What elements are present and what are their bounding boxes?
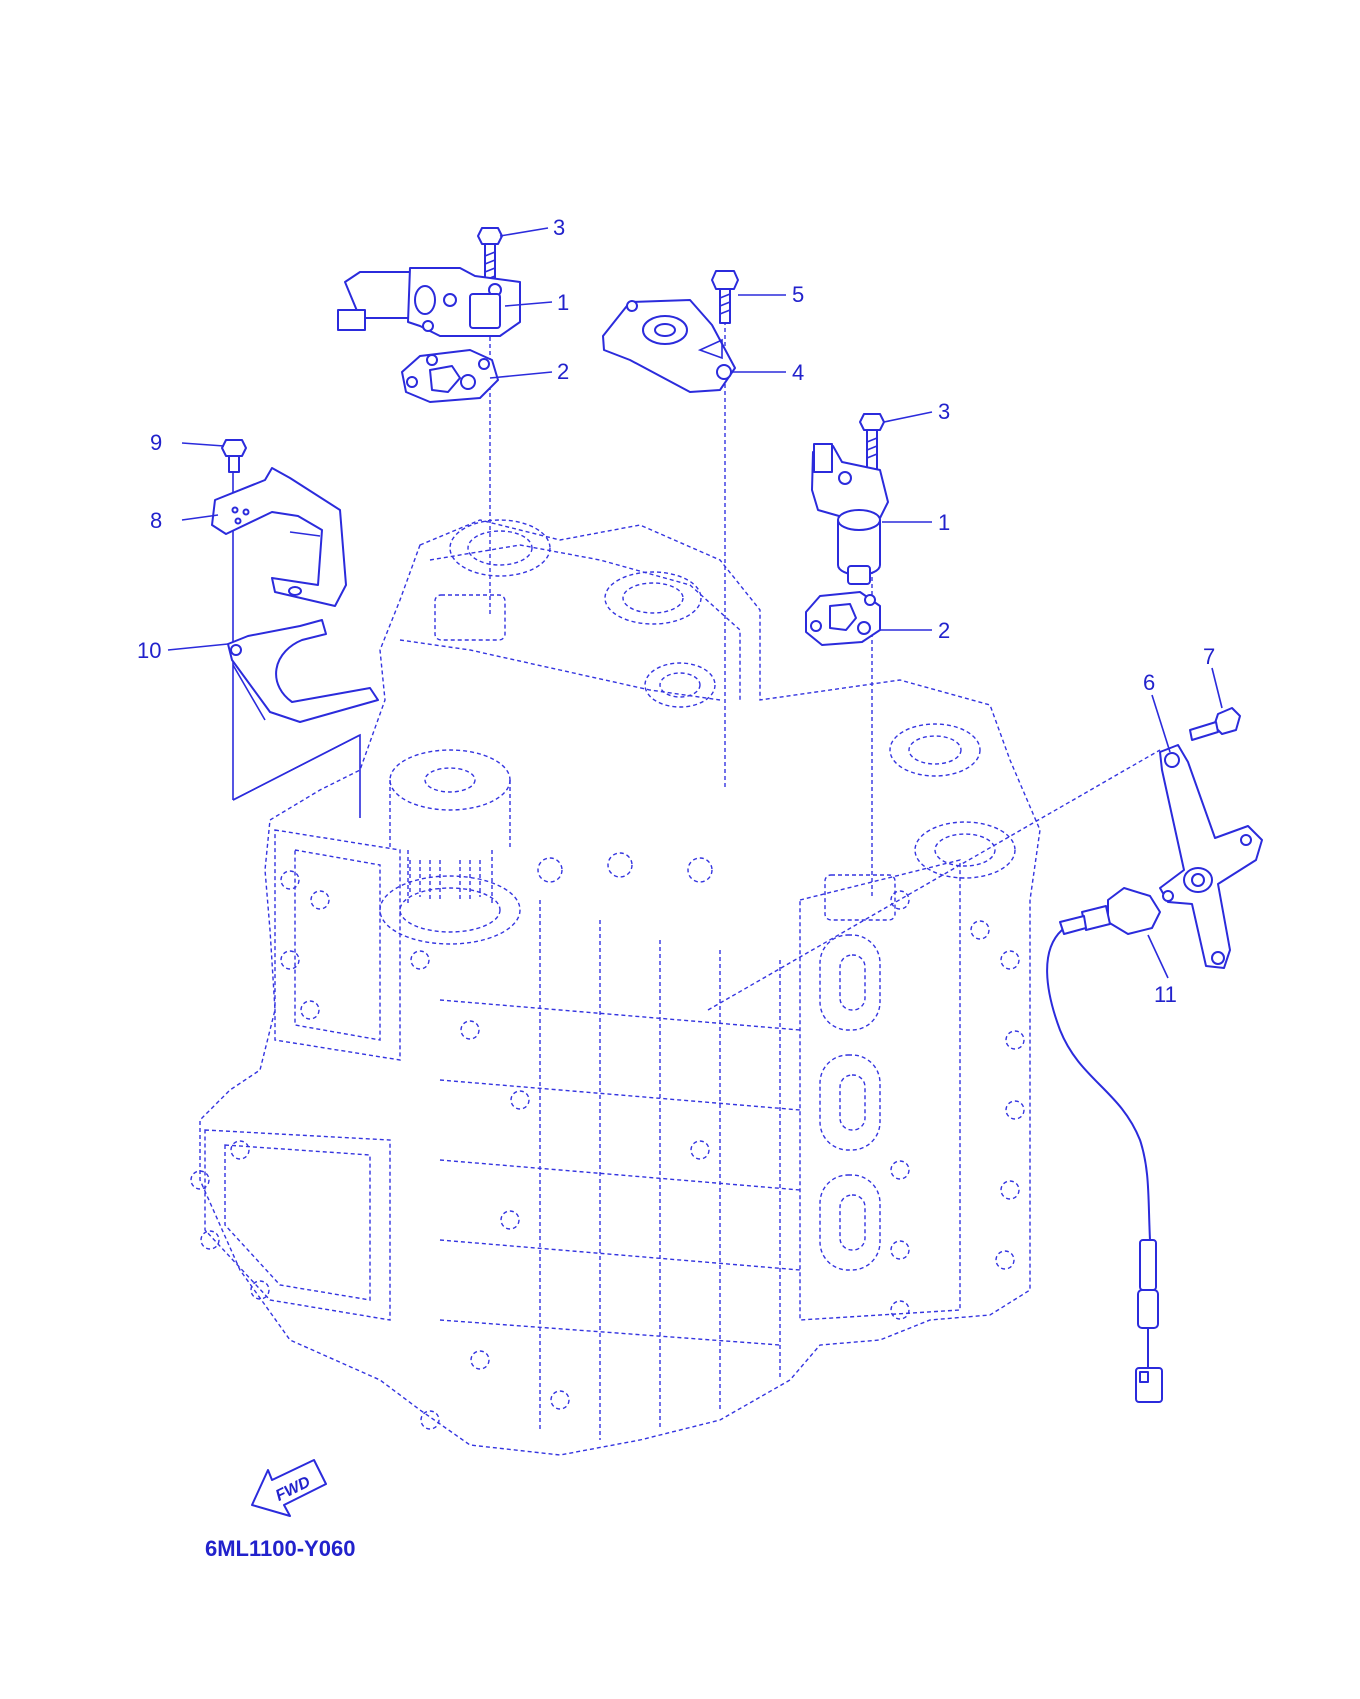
callout-10: 10 bbox=[137, 638, 161, 663]
block-bosses bbox=[190, 852, 1025, 1430]
callout-2-lower: 2 bbox=[938, 618, 950, 643]
callout-leaders bbox=[167, 227, 1223, 979]
part-6-sensor-bracket[interactable] bbox=[1159, 744, 1263, 969]
part-7-bolt[interactable] bbox=[1189, 707, 1241, 741]
callout-9: 9 bbox=[150, 430, 162, 455]
part-8-bracket[interactable] bbox=[211, 467, 347, 607]
callout-1-lower: 1 bbox=[938, 510, 950, 535]
part-2-gasket-lower[interactable] bbox=[805, 591, 881, 646]
callout-2-upper: 2 bbox=[557, 359, 569, 384]
part-1-control-valve-upper[interactable] bbox=[337, 267, 521, 337]
fwd-arrow: FWD bbox=[251, 1459, 327, 1517]
callout-8: 8 bbox=[150, 508, 162, 533]
part-1-control-valve-lower[interactable] bbox=[811, 443, 889, 585]
callout-7: 7 bbox=[1203, 644, 1215, 669]
part-4-cover[interactable] bbox=[602, 299, 736, 393]
callout-4: 4 bbox=[792, 360, 804, 385]
part-10-plate[interactable] bbox=[227, 619, 379, 723]
callout-labels: 3 1 2 5 4 3 1 2 9 8 10 6 7 11 bbox=[137, 215, 1215, 1007]
drawing-code: 6ML1100-Y060 bbox=[205, 1536, 355, 1561]
part-5-bolt[interactable] bbox=[711, 270, 739, 324]
callout-11: 11 bbox=[1154, 982, 1177, 1007]
cylinder-block bbox=[190, 519, 1041, 1456]
part-9-bolt[interactable] bbox=[221, 439, 247, 473]
callout-1-upper: 1 bbox=[557, 290, 569, 315]
part-2-gasket-upper[interactable] bbox=[401, 349, 499, 403]
callout-6: 6 bbox=[1143, 670, 1155, 695]
part-3-bolt-lower[interactable] bbox=[859, 413, 885, 471]
part-11-knock-sensor[interactable] bbox=[1046, 887, 1163, 1403]
callout-3-lower: 3 bbox=[938, 399, 950, 424]
callout-5: 5 bbox=[792, 282, 804, 307]
callout-3-upper: 3 bbox=[553, 215, 565, 240]
